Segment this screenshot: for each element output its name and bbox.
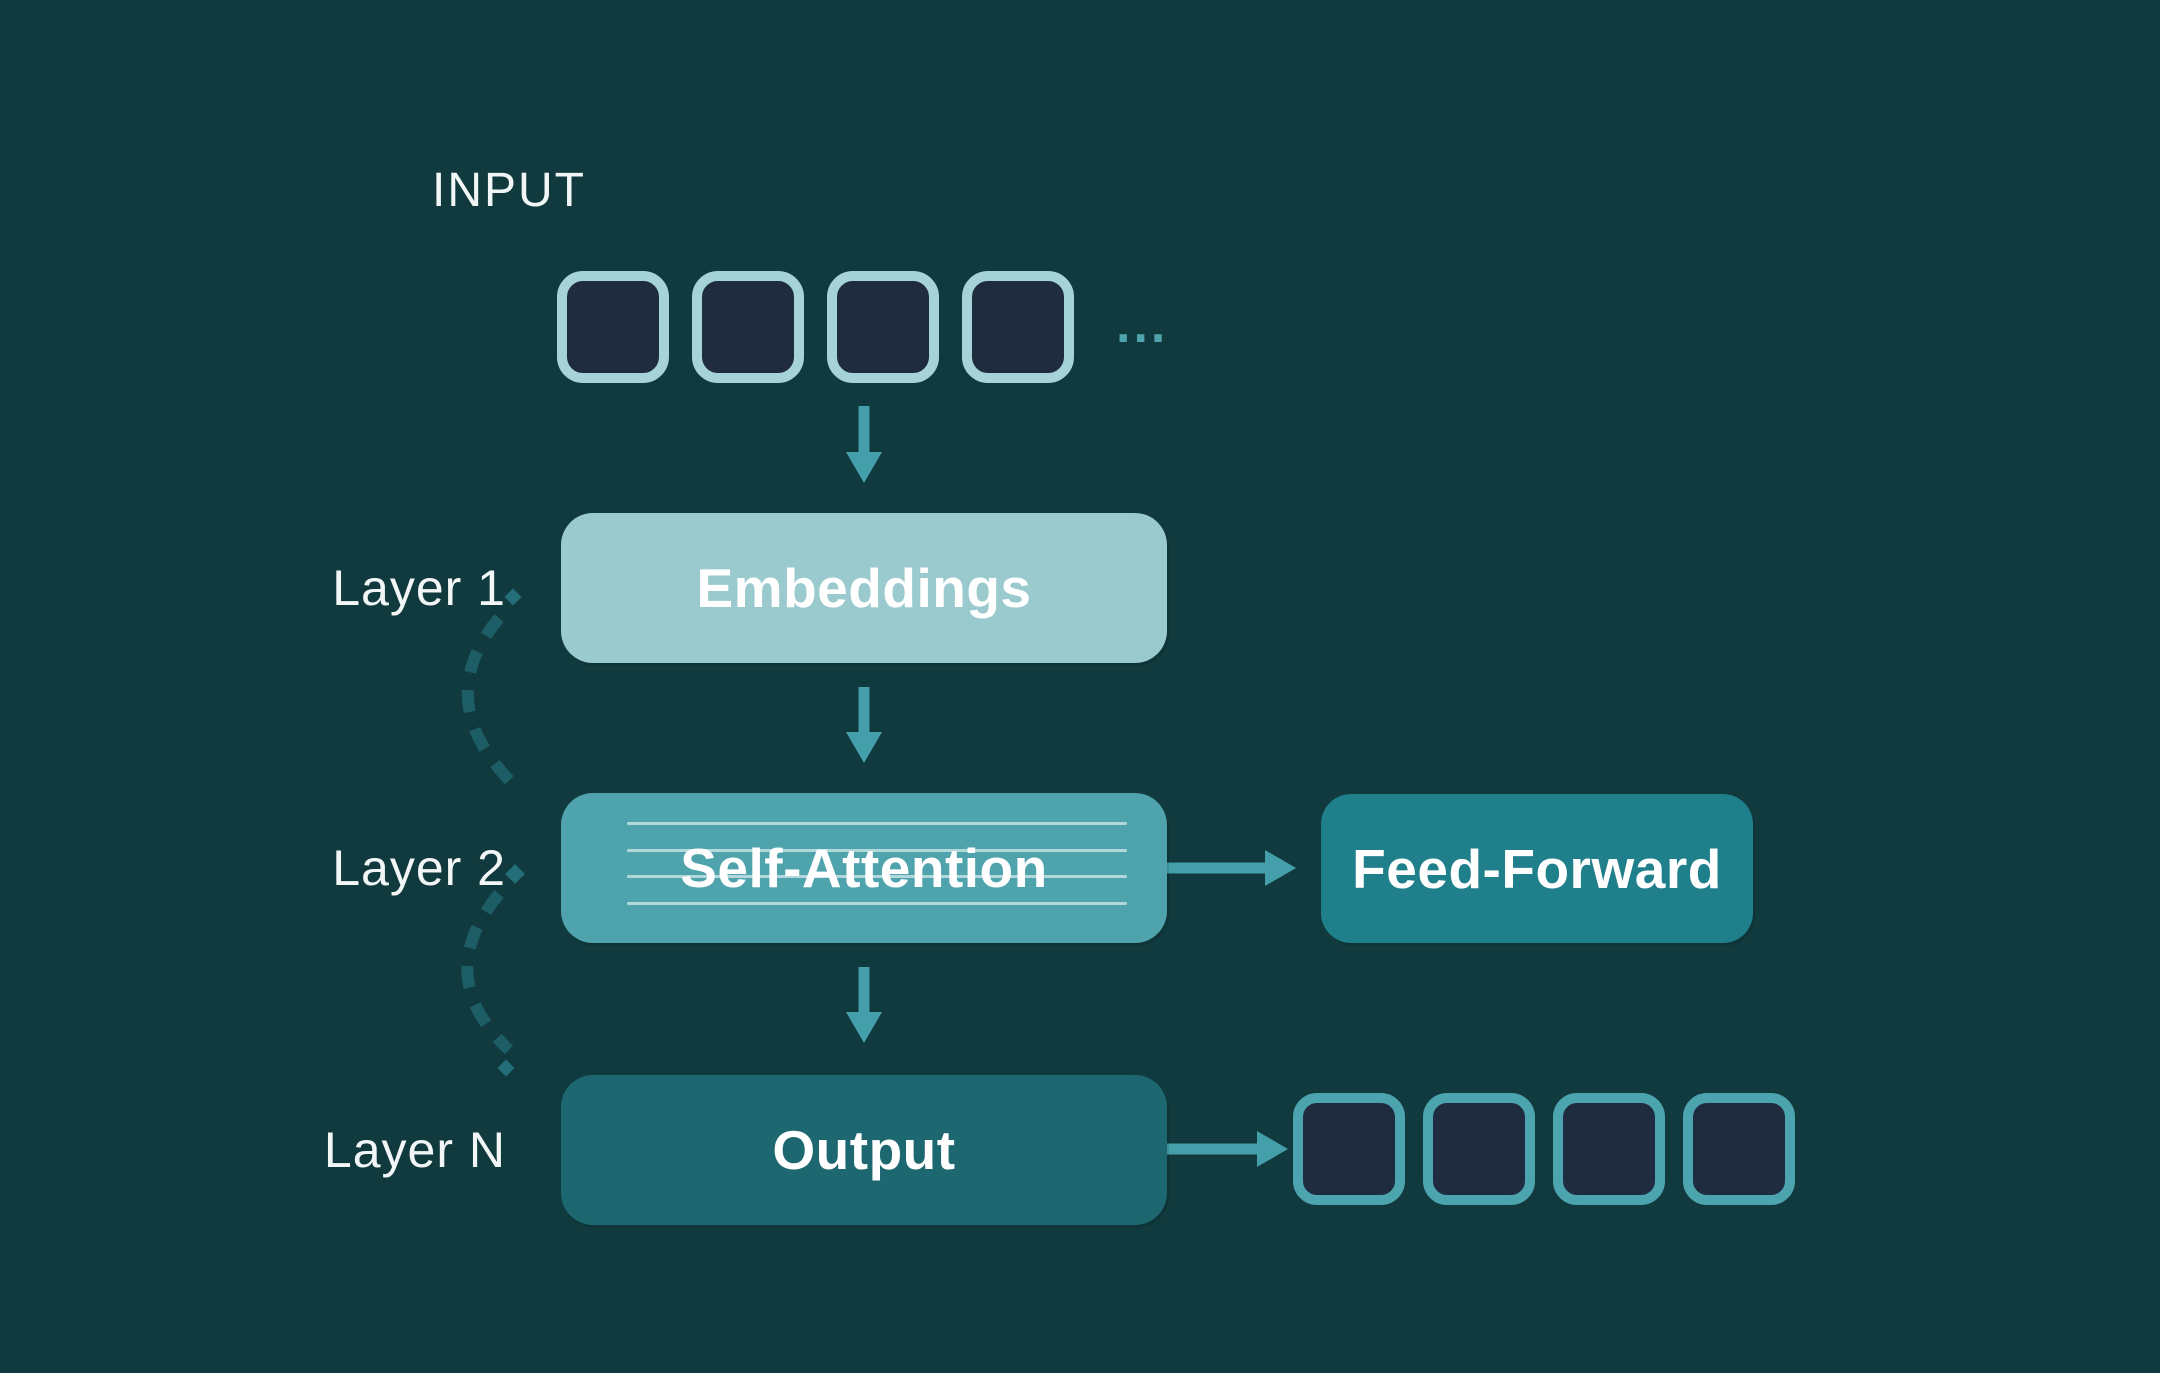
attention-line (627, 849, 1127, 852)
input-section-label: INPUT (432, 164, 586, 217)
diamond-dot-layer1 (504, 588, 522, 606)
arrow-self-attention-to-output-icon (846, 967, 882, 1043)
attention-line (627, 902, 1127, 905)
embeddings-node-label: Embeddings (696, 557, 1032, 619)
input-token (557, 271, 669, 383)
output-token (1293, 1093, 1405, 1205)
arrow-input-to-embeddings-icon (846, 406, 882, 483)
input-token (827, 271, 939, 383)
ellipsis-label: ... (1116, 296, 1169, 354)
output-token (1553, 1093, 1665, 1205)
self-attention-node-label: Self-Attention (680, 837, 1048, 899)
attention-line (627, 822, 1127, 825)
embeddings-node: Embeddings (561, 513, 1167, 663)
feed-forward-node: Feed-Forward (1321, 794, 1753, 943)
arrow-output-to-tokens-icon (1167, 1131, 1288, 1167)
input-token (692, 271, 804, 383)
output-node: Output (561, 1075, 1167, 1225)
arrow-embeddings-to-self-attention-icon (846, 687, 882, 763)
dashed-arc-layer2-to-layerN (461, 890, 514, 1055)
layer-n-label: Layer N (323, 1122, 506, 1178)
layer-1-label: Layer 1 (332, 560, 506, 616)
self-attention-node: Self-Attention (561, 793, 1167, 943)
output-token (1683, 1093, 1795, 1205)
diamond-dot-layerN (497, 1059, 515, 1077)
layer-2-label: Layer 2 (332, 840, 506, 896)
arrow-self-attention-to-feed-forward-icon (1167, 850, 1296, 886)
output-token-row (1293, 1093, 1795, 1205)
dashed-arc-layer1-to-layer2 (461, 614, 516, 787)
output-token (1423, 1093, 1535, 1205)
output-node-label: Output (772, 1119, 956, 1181)
input-token-row (557, 271, 1074, 383)
feed-forward-node-label: Feed-Forward (1352, 837, 1722, 900)
diamond-dot-layer2 (505, 864, 525, 884)
input-token (962, 271, 1074, 383)
attention-line (627, 875, 1127, 878)
